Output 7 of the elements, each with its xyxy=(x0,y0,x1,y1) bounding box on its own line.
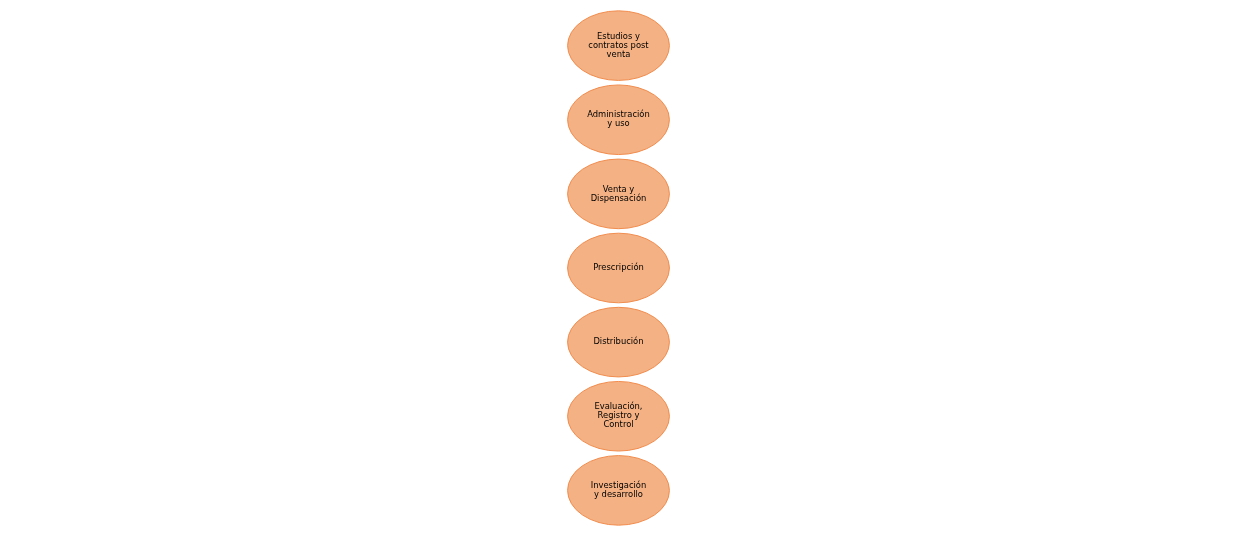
node-ellipse: Administración y uso xyxy=(567,84,670,156)
node-ellipse: Estudios y contratos post venta xyxy=(567,10,670,81)
node-ellipse: Prescripción xyxy=(567,232,670,304)
node-ellipse: Venta y Dispensación xyxy=(567,158,670,230)
node-ellipse: Evaluación, Registro y Control xyxy=(567,380,670,452)
node-ellipse: Distribución xyxy=(567,306,670,378)
node-ellipse: Investigación y desarrollo xyxy=(567,455,670,526)
